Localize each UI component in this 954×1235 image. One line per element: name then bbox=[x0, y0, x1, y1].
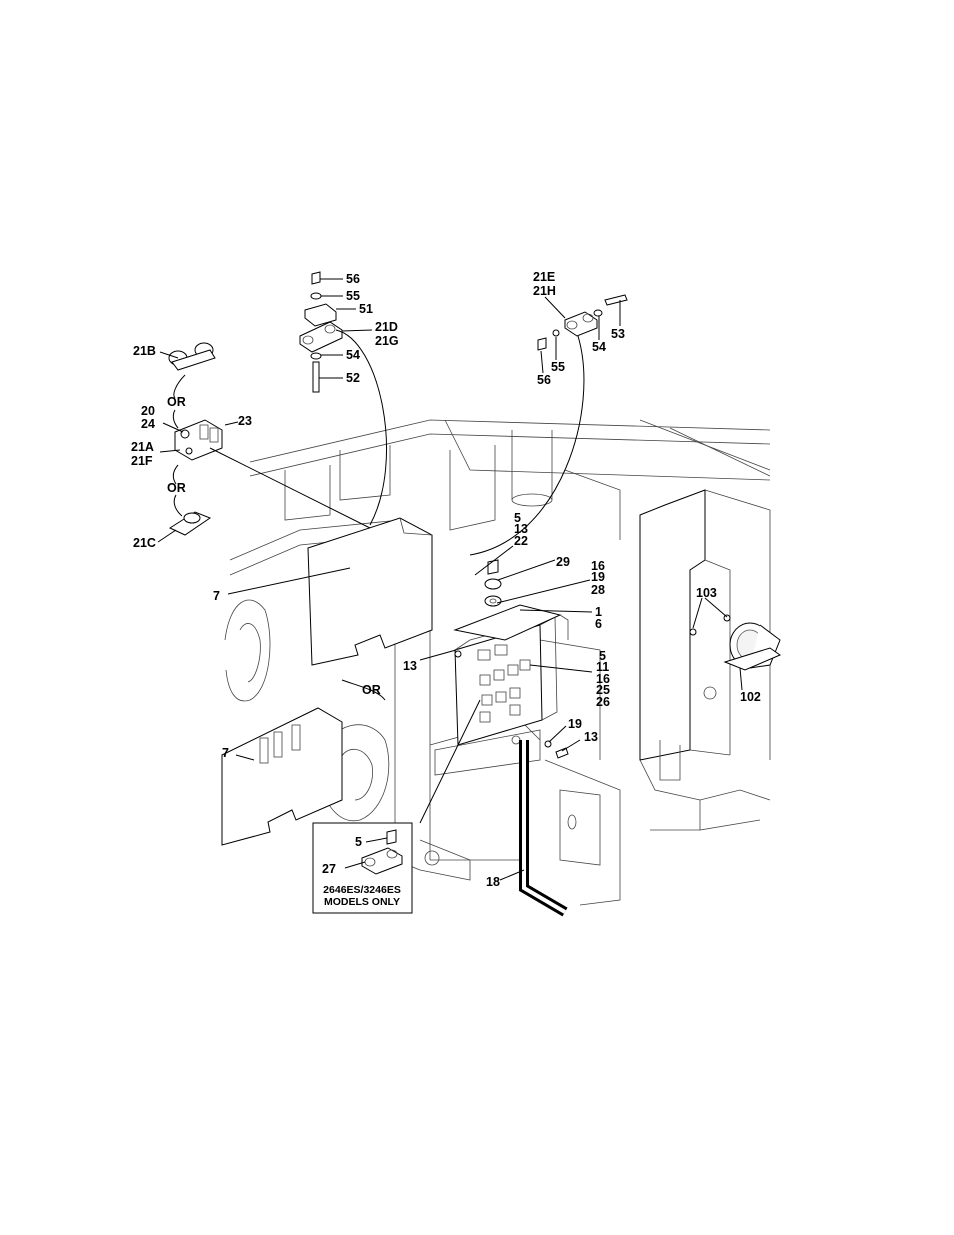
or-label-2: OR bbox=[167, 481, 186, 495]
callout-21h: 21H bbox=[533, 284, 556, 298]
callout-20: 20 bbox=[141, 404, 155, 418]
or-label-3: OR bbox=[362, 683, 381, 697]
callout-21e: 21E bbox=[533, 270, 555, 284]
callout-103: 103 bbox=[696, 586, 717, 600]
callout-21f: 21F bbox=[131, 454, 153, 468]
callout-56: 56 bbox=[346, 272, 360, 286]
callout-54-right: 54 bbox=[592, 340, 606, 354]
callout-56-right: 56 bbox=[537, 373, 551, 387]
callout-21b: 21B bbox=[133, 344, 156, 358]
callout-19: 19 bbox=[591, 570, 605, 584]
alarm-assembly bbox=[690, 615, 780, 670]
electrical-box bbox=[435, 617, 557, 775]
callout-6: 6 bbox=[595, 617, 602, 631]
callout-53: 53 bbox=[611, 327, 625, 341]
callout-51: 51 bbox=[359, 302, 373, 316]
callout-21d: 21D bbox=[375, 320, 398, 334]
callout-7-lower: 7 bbox=[222, 746, 229, 760]
callout-26: 26 bbox=[596, 695, 610, 709]
callout-55: 55 bbox=[346, 289, 360, 303]
clamp-21c bbox=[170, 512, 210, 535]
callout-13-b: 13 bbox=[584, 730, 598, 744]
callout-7-upper: 7 bbox=[213, 589, 220, 603]
clamp-21d-stack bbox=[300, 272, 342, 392]
callout-28: 28 bbox=[591, 583, 605, 597]
cover-panel-upper bbox=[308, 518, 432, 665]
inset-caption-line2: MODELS ONLY bbox=[324, 896, 400, 908]
callout-22: 22 bbox=[514, 534, 528, 548]
callout-27: 27 bbox=[322, 862, 336, 876]
callout-18: 18 bbox=[486, 875, 500, 889]
callout-21a: 21A bbox=[131, 440, 154, 454]
callout-5-inset: 5 bbox=[355, 835, 362, 849]
callout-55-right: 55 bbox=[551, 360, 565, 374]
callout-23: 23 bbox=[238, 414, 252, 428]
callout-24: 24 bbox=[141, 417, 155, 431]
mounting-bracket bbox=[455, 605, 568, 640]
clamp-21b bbox=[169, 343, 215, 370]
callout-52: 52 bbox=[346, 371, 360, 385]
callout-102: 102 bbox=[740, 690, 761, 704]
clamp-21a bbox=[175, 420, 222, 460]
callout-21c: 21C bbox=[133, 536, 156, 550]
callout-13-left: 13 bbox=[403, 659, 417, 673]
or-label-1: OR bbox=[167, 395, 186, 409]
callout-21g: 21G bbox=[375, 334, 399, 348]
callout-54: 54 bbox=[346, 348, 360, 362]
callout-29: 29 bbox=[556, 555, 570, 569]
callout-19-b: 19 bbox=[568, 717, 582, 731]
inset-caption-line1: 2646ES/3246ES bbox=[323, 884, 401, 896]
